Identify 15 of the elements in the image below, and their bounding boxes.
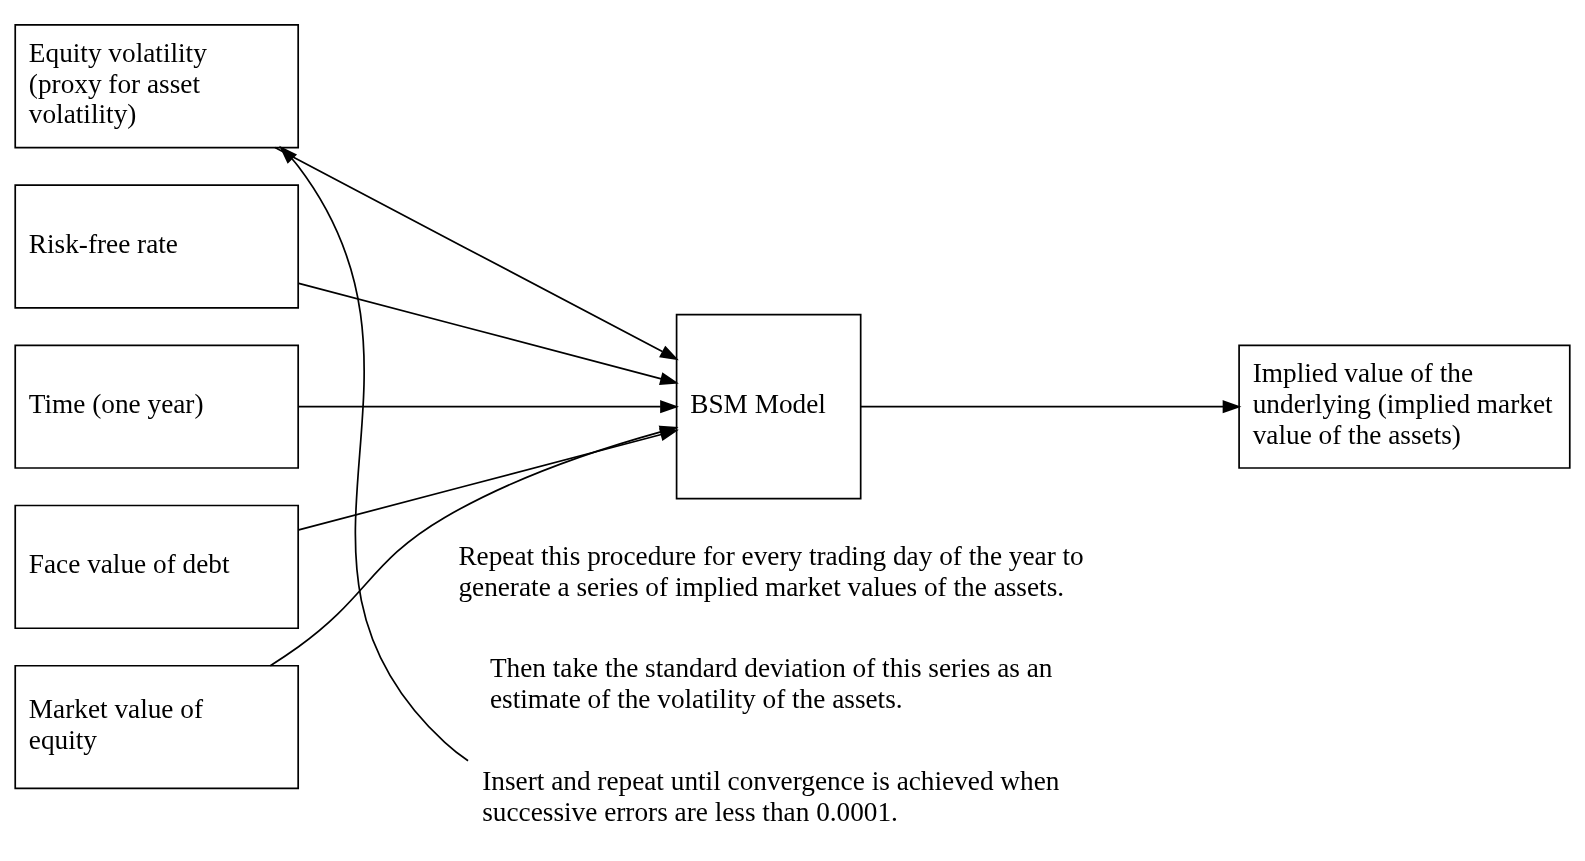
node-box: Equity volatility (proxy for asset volatility) (14, 23, 300, 149)
node-box: Time (one year) (14, 344, 300, 469)
arrow (274, 146, 679, 361)
node-box: Face value of debt (14, 504, 300, 630)
arrow (297, 282, 679, 385)
node-box: BSM Model (675, 313, 862, 500)
arrow (279, 145, 469, 762)
node-text: Insert and repeat until convergence is achieved when successive errors are less than 0.0001. (482, 765, 1060, 827)
arrow (297, 400, 679, 414)
label: Repeat this procedure for every trading day of the year to generate a series of implied market values of the assets. (458, 540, 1084, 602)
node-box: Implied value of the underlying (implied market value of the assets) (1238, 344, 1571, 469)
arrow (860, 400, 1242, 414)
node-box: Risk-free rate (14, 184, 300, 309)
node-box: Market value of equity (14, 664, 300, 790)
label: Then take the standard deviation of this series as an estimate of the volatility of the assets. (489, 653, 1053, 714)
